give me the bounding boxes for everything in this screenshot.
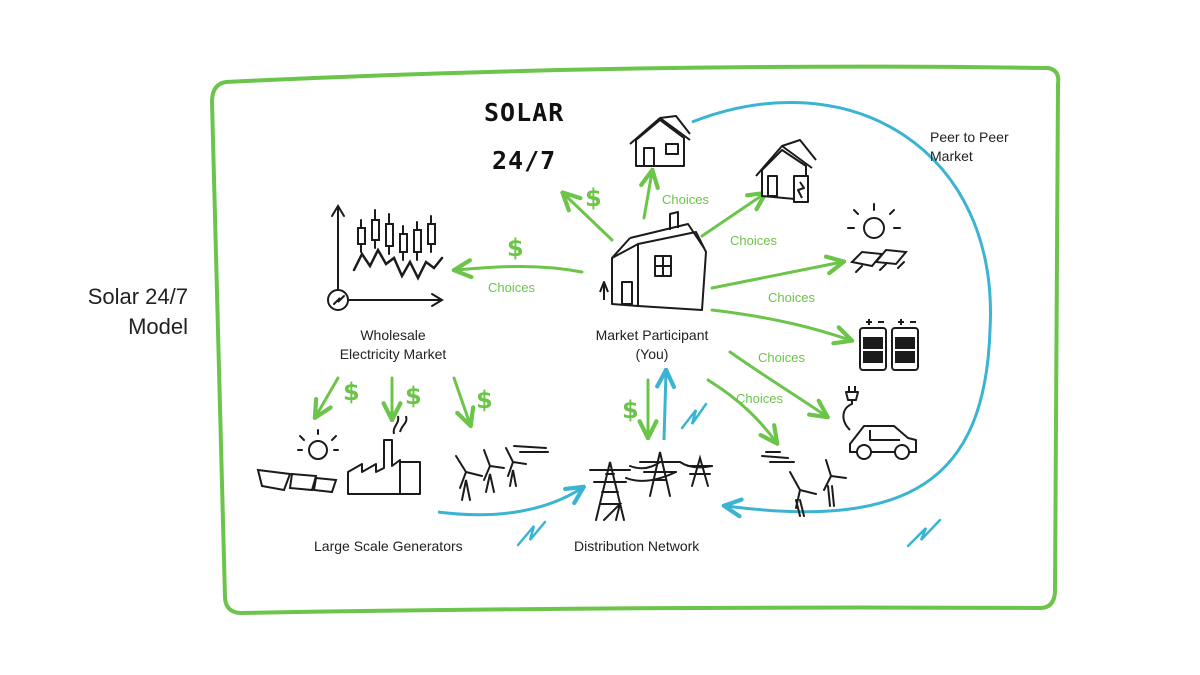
wholesale-payment-arrows <box>316 376 470 424</box>
diagram-title-line1: Solar 24/7 <box>87 284 188 309</box>
brand-title-line2: 24/7 <box>492 146 557 175</box>
wholesale-market-label-line2: Electricity Market <box>339 346 447 362</box>
wholesale-market-label-line1: Wholesale <box>360 327 426 343</box>
peer-to-peer-label-line1: Peer to Peer <box>930 129 1009 145</box>
house-with-battery-icon <box>755 139 817 203</box>
dollar-icon: $ <box>585 184 602 212</box>
network-to-participant-flow <box>664 372 666 441</box>
generator-solar-panels-icon <box>256 429 339 494</box>
choices-label: Choices <box>736 391 783 406</box>
generator-wind-turbines-icon <box>455 445 549 501</box>
choices-label: Choices <box>758 350 805 365</box>
generators-to-network-flow <box>437 488 582 517</box>
participant-house-icon <box>599 211 707 311</box>
candlestick-chart-icon <box>327 204 444 311</box>
factory-icon <box>347 415 421 495</box>
choices-label: Choices <box>768 290 815 305</box>
peer-to-peer-label: Peer to Peer Market <box>930 128 1009 166</box>
market-participant-label-line2: (You) <box>635 346 669 362</box>
electric-car-icon <box>842 386 917 460</box>
choices-label: Choices <box>488 280 535 295</box>
participant-choice-arrows <box>456 172 850 442</box>
distribution-network-label: Distribution Network <box>574 538 700 554</box>
dollar-icon: $ <box>343 378 360 406</box>
wholesale-market-label: Wholesale Electricity Market <box>318 326 468 364</box>
peer-to-peer-loop <box>691 100 992 511</box>
lightning-bolt-icon <box>906 518 942 548</box>
brand-title-line1: SOLAR <box>484 98 565 127</box>
lightning-bolt-icon <box>680 402 708 430</box>
wind-turbines-icon <box>761 451 847 517</box>
dollar-icon: $ <box>405 382 422 410</box>
frame-border <box>210 64 1061 615</box>
dollar-icon: $ <box>507 234 524 262</box>
lightning-bolt-icon <box>516 520 547 547</box>
market-participant-label: Market Participant (You) <box>574 326 730 364</box>
market-participant-label-line1: Market Participant <box>595 327 709 343</box>
peer-to-peer-label-line2: Market <box>930 148 973 164</box>
choices-label: Choices <box>730 233 777 248</box>
house-icon <box>629 115 691 167</box>
dollar-icon: $ <box>622 396 639 424</box>
diagram-title: Solar 24/7 Model <box>60 282 188 342</box>
solar-panels-icon <box>847 203 908 273</box>
large-scale-generators-label: Large Scale Generators <box>314 538 463 554</box>
diagram-title-line2: Model <box>128 314 188 339</box>
choices-label: Choices <box>662 192 709 207</box>
transmission-towers-icon <box>589 451 713 521</box>
batteries-icon <box>859 319 919 371</box>
dollar-icon: $ <box>476 386 493 414</box>
